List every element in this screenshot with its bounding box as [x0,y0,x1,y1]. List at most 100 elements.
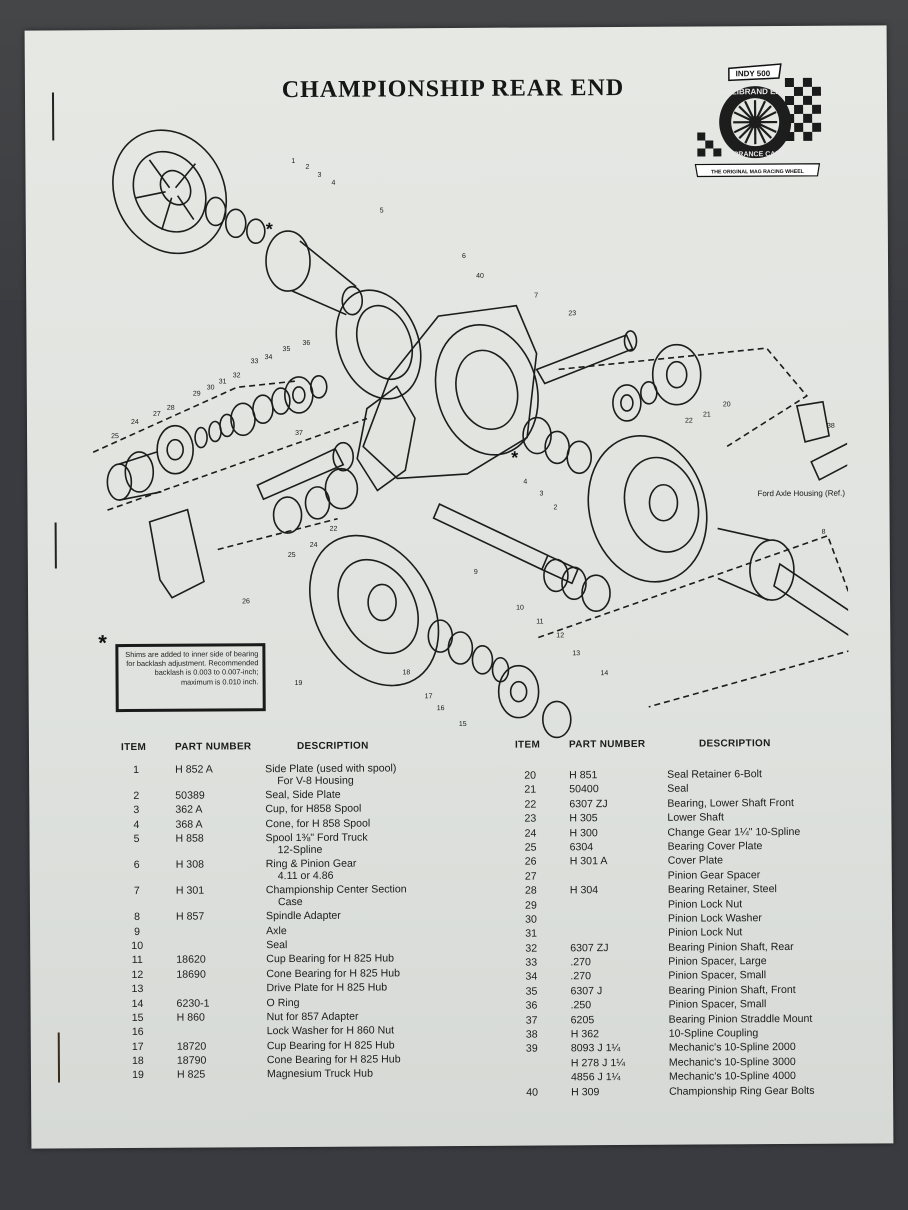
col-header-description: DESCRIPTION [296,740,369,752]
description-cell: Cup Bearing for H 825 Hub [267,1039,395,1052]
item-number: 21 [524,783,537,796]
svg-text:21: 21 [703,411,711,418]
part-number: 4856 J 1¼ [570,1071,621,1084]
description-cell: Drive Plate for H 825 Hub [266,982,387,995]
description-continued: For V-8 Housing [277,774,354,788]
description-cell: Bearing Pinion Shaft, Front [668,984,795,997]
description: Seal, Side Plate [265,788,341,802]
ring-gear [335,289,422,400]
description-cell: Side Plate (used with spool)For V-8 Hous… [265,762,396,787]
item-number: 14 [131,997,144,1010]
svg-text:27: 27 [153,411,161,418]
description: Magnesium Truck Hub [266,1068,373,1081]
item-number: 17 [131,1040,144,1053]
logo-banner: INDY 500 [736,69,771,78]
part-number: 368 A [175,818,203,831]
description-cell: Bearing Pinion Shaft, Rear [668,941,794,954]
description-cell: Bearing, Lower Shaft Front [667,797,794,810]
part-number: H 362 [570,1028,600,1041]
item-number: 22 [524,798,537,811]
description: Cone, for H 858 Spool [265,817,371,830]
item-number: 28 [524,884,537,897]
svg-text:14: 14 [601,670,609,677]
description-cell: Pinion Spacer, Large [668,955,766,968]
part-number: H 858 [175,832,204,845]
logo-city: TORRANCE CALIF. [724,151,787,158]
svg-text:8: 8 [822,529,826,536]
item-number: 36 [525,999,538,1012]
item-number: 8 [134,911,141,924]
item-number: 16 [131,1026,144,1039]
svg-text:23: 23 [568,310,576,317]
description-cell: Seal [667,783,688,795]
item-number: 23 [524,812,537,825]
svg-text:2: 2 [305,164,309,171]
svg-text:40: 40 [476,273,484,280]
binder-mark [54,522,57,569]
description-cell: Championship Ring Gear Bolts [669,1084,815,1097]
description: Pinion Spacer, Large [668,955,767,968]
svg-text:19: 19 [295,680,303,687]
item-number: 29 [525,899,537,912]
description: Pinion Lock Nut [668,926,743,940]
description-cell: Bearing Retainer, Steel [668,883,777,896]
svg-text:1: 1 [291,158,295,165]
part-number: H 301 [175,884,205,897]
description: Pinion Lock Washer [667,912,762,925]
drive-plate [497,664,540,719]
item-number: 10 [131,939,144,952]
description: Change Gear 1¼" 10-Spline [667,825,801,839]
item-number: 32 [525,942,538,955]
svg-text:3: 3 [539,490,543,497]
item-number: 34 [525,970,538,984]
item-number: 3 [133,804,140,817]
item-number: 7 [133,885,140,898]
description: Bearing Pinion Straddle Mount [668,1012,813,1026]
description: Mechanic's 10-Spline 4000 [668,1070,796,1083]
item-number: 15 [131,1011,144,1024]
description-cell: Pinion Gear Spacer [668,869,761,882]
description: Mechanic's 10-Spline 3000 [668,1055,796,1069]
part-number: 18790 [176,1054,207,1067]
svg-text:29: 29 [193,391,201,398]
halibrand-logo: INDY 500 HALIBRAND ENG. TORRANCE CALIF. … [694,63,822,178]
description: Championship Ring Gear Bolts [669,1084,815,1098]
svg-text:6: 6 [462,253,466,260]
description: Bearing, Lower Shaft Front [667,796,794,810]
description: Spindle Adapter [265,909,341,923]
part-number: H 852 A [175,763,213,776]
page-title: CHAMPIONSHIP REAR END [281,74,625,104]
col-header-part-number: PART NUMBER [174,741,252,753]
magnesium-hub [309,534,440,687]
item-number: 37 [525,1014,538,1027]
svg-text:16: 16 [437,705,445,712]
cover-plate [148,508,205,599]
item-number: 2 [133,789,140,802]
description: O Ring [266,996,300,1009]
part-number: H 825 [176,1069,206,1082]
part-number: 50400 [569,783,599,796]
col-header-item: ITEM [120,741,147,754]
description-cell: Mechanic's 10-Spline 3000 [669,1056,796,1069]
item-number: 9 [134,925,141,938]
description: Seal [266,939,288,952]
description: Bearing Pinion Shaft, Front [668,983,796,997]
description-continued: 12-Spline [277,844,323,857]
description: Cone Bearing for H 825 Hub [266,967,401,980]
svg-text:Ford Axle Housing (Ref.): Ford Axle Housing (Ref.) [757,489,845,499]
description-cell: Lock Washer for H 860 Nut [267,1025,394,1038]
part-number: H 851 [569,769,598,782]
description: Pinion Gear Spacer [667,868,761,882]
item-number: 4 [133,818,140,831]
description: Seal [667,782,689,796]
svg-text:3: 3 [317,172,321,179]
description-cell: 10-Spline Coupling [669,1027,759,1040]
part-number: H 304 [569,884,599,897]
description-continued: Case [277,896,303,909]
part-number: .270 [570,956,591,969]
description-cell: Seal Retainer 6-Bolt [667,768,762,781]
